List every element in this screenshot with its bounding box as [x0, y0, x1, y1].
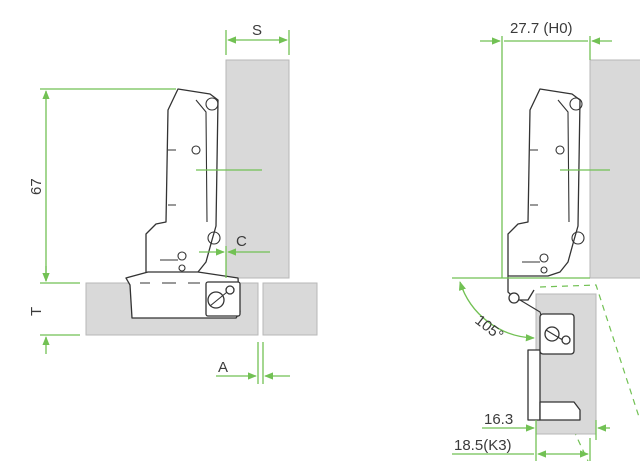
hinge-cup-left: [125, 271, 241, 319]
door-swing-outline: [539, 284, 640, 421]
right-view: 27.7 (H0) 105° 16.3 18.5(K3): [452, 20, 640, 461]
label-67: 67: [28, 178, 45, 195]
dim-H0: 27.7 (H0): [480, 20, 612, 278]
cabinet-side-panel-left: [225, 59, 290, 279]
dim-A: A: [216, 342, 290, 384]
label-K3: 18.5(K3): [454, 437, 512, 454]
label-A: A: [218, 359, 228, 376]
label-S: S: [252, 22, 262, 39]
label-H0: 27.7 (H0): [510, 20, 573, 37]
hinge-arm-left: [145, 88, 221, 277]
dim-S: S: [225, 22, 290, 55]
dim-16-3: 16.3: [482, 411, 610, 461]
hinge-cup-right: [527, 313, 581, 421]
dim-T: T: [28, 266, 80, 354]
label-angle: 105°: [472, 312, 507, 345]
label-T: T: [28, 307, 45, 316]
dim-K3: 18.5(K3): [452, 437, 591, 461]
label-16-3: 16.3: [484, 411, 513, 428]
cabinet-side-panel-right: [589, 59, 640, 279]
door-swing-outline-2: [535, 349, 589, 461]
label-C: C: [236, 233, 247, 250]
dim-67: 67: [28, 88, 176, 284]
left-view: S 67 T C A: [28, 22, 318, 384]
adjacent-panel-left: [262, 282, 318, 336]
dim-C: C: [199, 233, 270, 278]
